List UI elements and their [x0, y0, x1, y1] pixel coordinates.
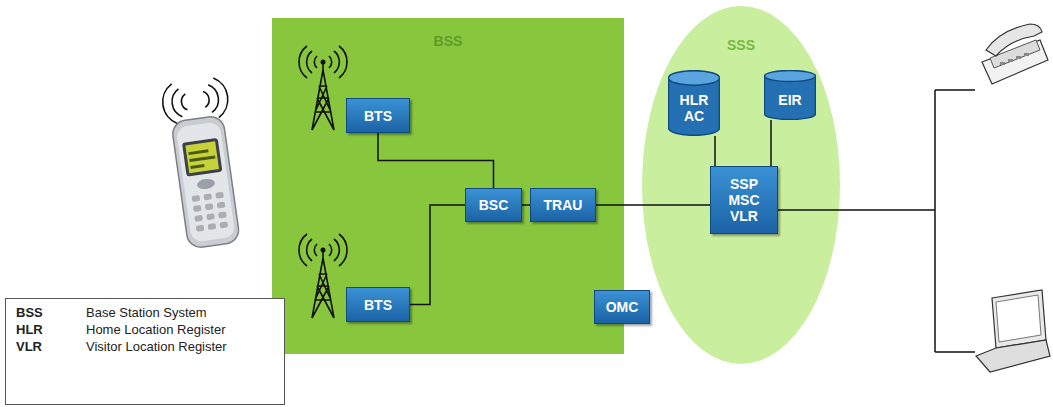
node-label: EIR: [778, 92, 801, 108]
telephone: [982, 24, 1048, 84]
node-label: BTS: [364, 108, 392, 124]
connector-line: [522, 204, 530, 206]
sss-region: SSS HLR AC EIR SSP MSC VLR: [641, 5, 841, 365]
node-label: BTS: [364, 297, 392, 313]
trau-box: TRAU: [530, 188, 596, 222]
node-label: TRAU: [544, 197, 583, 213]
node-label: BSC: [479, 197, 509, 213]
node-label: SSP MSC VLR: [728, 176, 759, 224]
omc-box: OMC: [594, 290, 650, 324]
mobile-phone: [160, 76, 248, 249]
connector-line: [596, 204, 710, 206]
msc-box: SSP MSC VLR: [710, 166, 778, 234]
legend-abbreviation: BSS: [16, 305, 80, 320]
legend-meaning: Base Station System: [86, 305, 274, 320]
register-cylinder: HLR AC: [668, 70, 720, 136]
connector-line: [714, 136, 716, 166]
node-label: HLR AC: [680, 92, 709, 124]
node-label: OMC: [606, 299, 639, 315]
bsc-box: BSC: [465, 188, 522, 222]
connector-line: [770, 120, 772, 166]
region-title: SSS: [641, 37, 841, 53]
region-title: BSS: [272, 33, 624, 49]
laptop: [976, 290, 1050, 372]
abbreviation-legend: BSS Base Station SystemHLR Home Location R…: [5, 298, 285, 405]
bts-box: BTS: [346, 287, 410, 322]
bts-box: BTS: [346, 98, 410, 133]
legend-meaning: Home Location Register: [86, 322, 274, 337]
legend-abbreviation: VLR: [16, 339, 80, 354]
legend-abbreviation: HLR: [16, 322, 80, 337]
bss-region: BSSBTSBTSBSCTRAUOMC: [272, 18, 624, 354]
register-cylinder: EIR: [764, 70, 816, 120]
legend-meaning: Visitor Location Register: [86, 339, 274, 354]
